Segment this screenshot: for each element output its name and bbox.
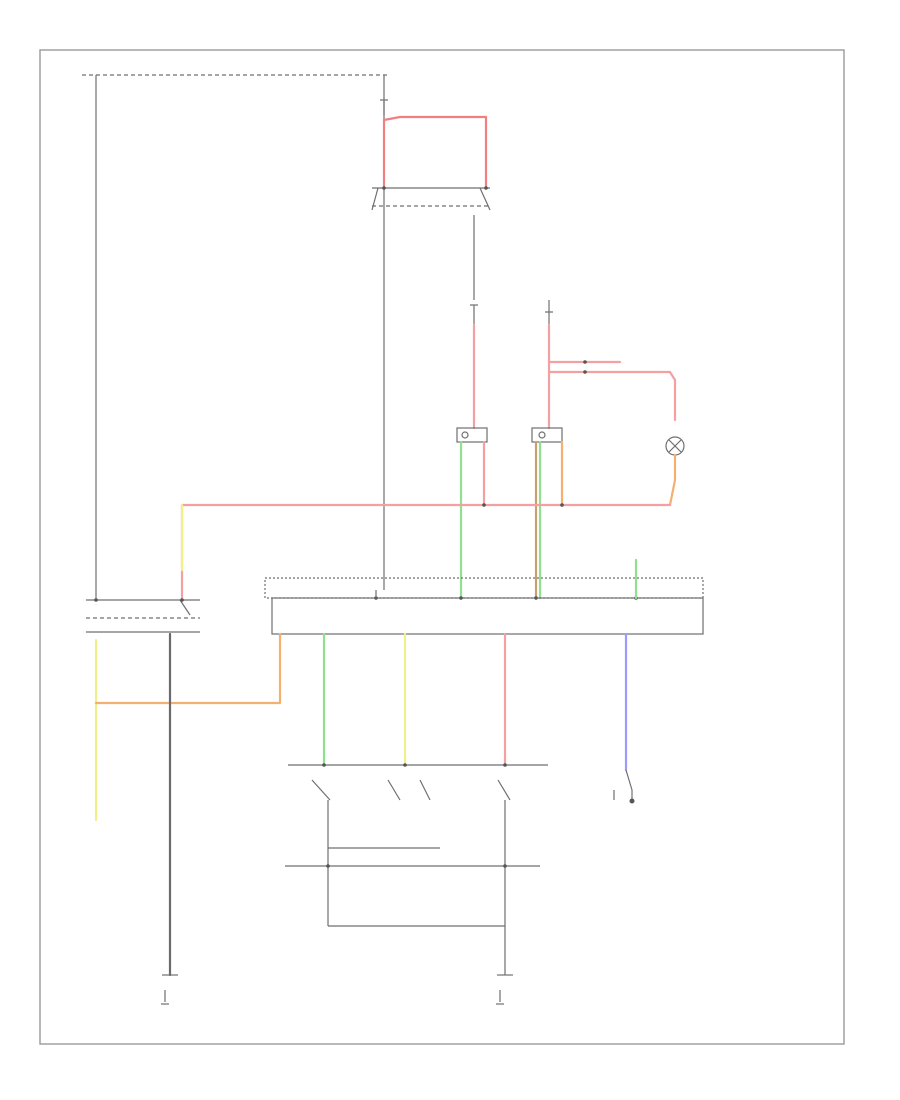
red-wire-indicator-branch-2	[547, 370, 677, 422]
control-module	[264, 577, 704, 635]
indicator-lamp	[665, 436, 685, 456]
right-headlight	[531, 427, 563, 443]
orange-wire-indicator	[668, 453, 677, 507]
daytime-running-light-relay	[86, 598, 200, 633]
diagram-frame	[39, 49, 845, 1045]
fuse-icon	[545, 300, 553, 325]
top-power-bus	[82, 74, 390, 600]
connector-dot	[482, 503, 486, 507]
pink-wire-bus	[180, 503, 672, 602]
headlight-relay	[371, 186, 491, 211]
connector-dot	[583, 370, 587, 374]
fuse-icon	[380, 99, 388, 115]
connector-dot	[583, 360, 587, 364]
ground-icon	[161, 974, 178, 1005]
orange-wire-module-left	[94, 632, 282, 705]
red-wire-top-loop	[382, 115, 488, 190]
switch-interior-wiring	[285, 800, 540, 975]
fuse-icon	[470, 304, 478, 325]
connector-dot	[560, 503, 564, 507]
parking-brake-switch	[613, 769, 635, 804]
ground-icon	[496, 974, 513, 1005]
headlight-switch	[288, 763, 548, 801]
left-headlight	[456, 427, 488, 443]
